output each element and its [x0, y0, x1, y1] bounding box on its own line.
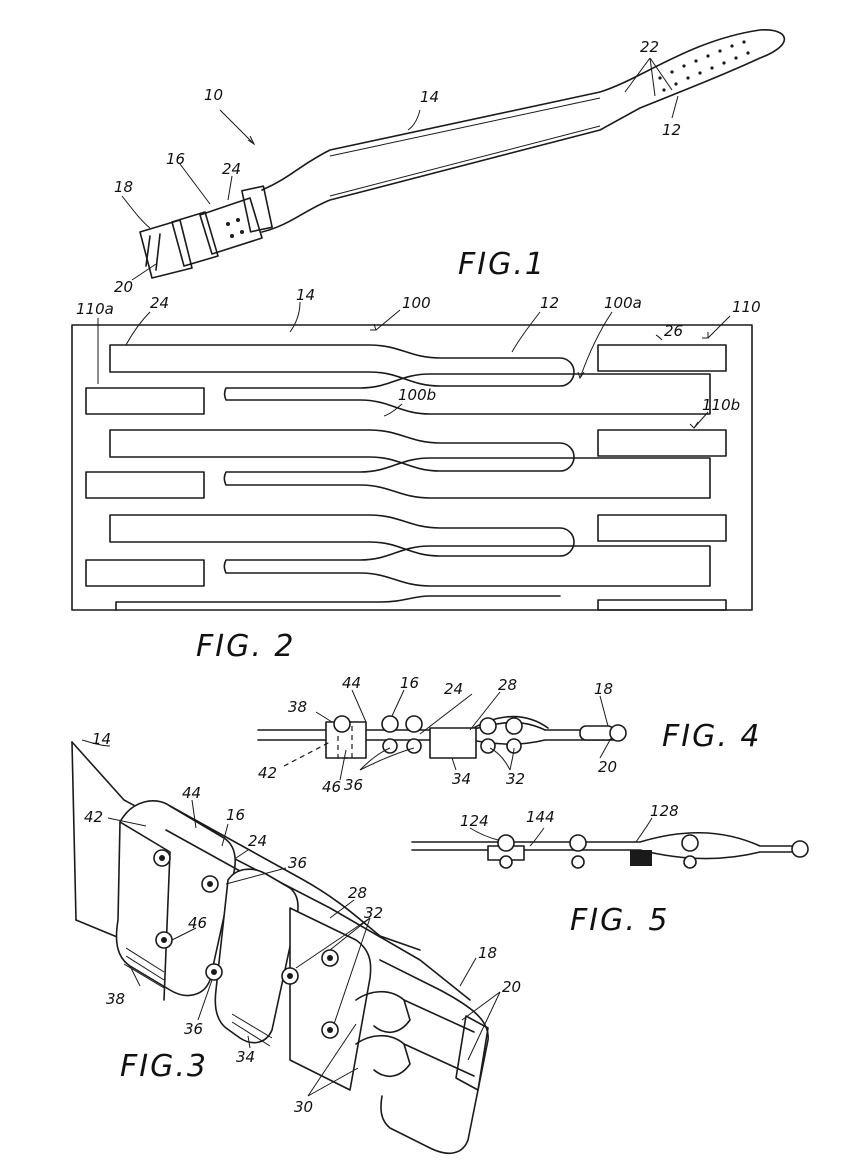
- ref-100: 100: [402, 294, 431, 312]
- ref-14: 14: [296, 286, 315, 304]
- ref-24: 24: [444, 680, 463, 698]
- ref-128: 128: [650, 802, 679, 820]
- belt-holes: [658, 40, 750, 92]
- ref-44: 44: [342, 674, 361, 692]
- ref-26: 26: [664, 322, 683, 340]
- ref-42: 42: [84, 808, 103, 826]
- ref-20: 20: [114, 278, 133, 296]
- fig3-buckle-perspective: [71, 739, 501, 1155]
- ref-32: 32: [364, 904, 383, 922]
- ref-144: 144: [526, 808, 555, 826]
- ref-124: 124: [460, 812, 489, 830]
- ref-24: 24: [150, 294, 169, 312]
- ref-44: 44: [182, 784, 201, 802]
- ref-110: 110: [732, 298, 761, 316]
- ref-12: 12: [662, 121, 681, 139]
- ref-42: 42: [258, 764, 277, 782]
- ref-18: 18: [114, 178, 133, 196]
- fig5-side-view: [411, 817, 809, 869]
- ref-34: 34: [452, 770, 471, 788]
- ref-16: 16: [400, 674, 419, 692]
- ref-28: 28: [498, 676, 517, 694]
- ref-20: 20: [598, 758, 617, 776]
- fig3-label: FIG.3: [120, 1049, 208, 1084]
- ref-16: 16: [166, 150, 185, 168]
- ref-110b: 110b: [702, 396, 740, 414]
- ref-38: 38: [106, 990, 125, 1008]
- ref-36: 36: [344, 776, 363, 794]
- ref-34: 34: [236, 1048, 255, 1066]
- ref-46: 46: [322, 778, 341, 796]
- ref-14: 14: [92, 730, 111, 748]
- ref-110a: 110a: [76, 300, 114, 318]
- ref-18: 18: [478, 944, 497, 962]
- fig5-label: FIG. 5: [570, 903, 670, 938]
- fig1-belt-perspective: [121, 29, 786, 281]
- fig1-label: FIG.1: [458, 247, 546, 282]
- ref-28: 28: [348, 884, 367, 902]
- ref-14: 14: [420, 88, 439, 106]
- ref-12: 12: [540, 294, 559, 312]
- ref-18: 18: [594, 680, 613, 698]
- ref-20: 20: [502, 978, 521, 996]
- ref-24: 24: [222, 160, 241, 178]
- ref-30: 30: [294, 1098, 313, 1116]
- ref-36-upper: 36: [288, 854, 307, 872]
- ref-24: 24: [248, 832, 267, 850]
- fig4-label: FIG. 4: [662, 719, 762, 754]
- ref-46: 46: [188, 914, 207, 932]
- ref-100b: 100b: [398, 386, 436, 404]
- ref-100a: 100a: [604, 294, 642, 312]
- ref-32: 32: [506, 770, 525, 788]
- ref-38: 38: [288, 698, 307, 716]
- ref-22: 22: [640, 38, 659, 56]
- ref-16: 16: [226, 806, 245, 824]
- ref-10: 10: [204, 86, 223, 104]
- fig4-side-view: [257, 689, 627, 781]
- fig2-label: FIG. 2: [196, 629, 296, 664]
- fig2-cutting-layout: [71, 301, 753, 611]
- ref-36-lower: 36: [184, 1020, 203, 1038]
